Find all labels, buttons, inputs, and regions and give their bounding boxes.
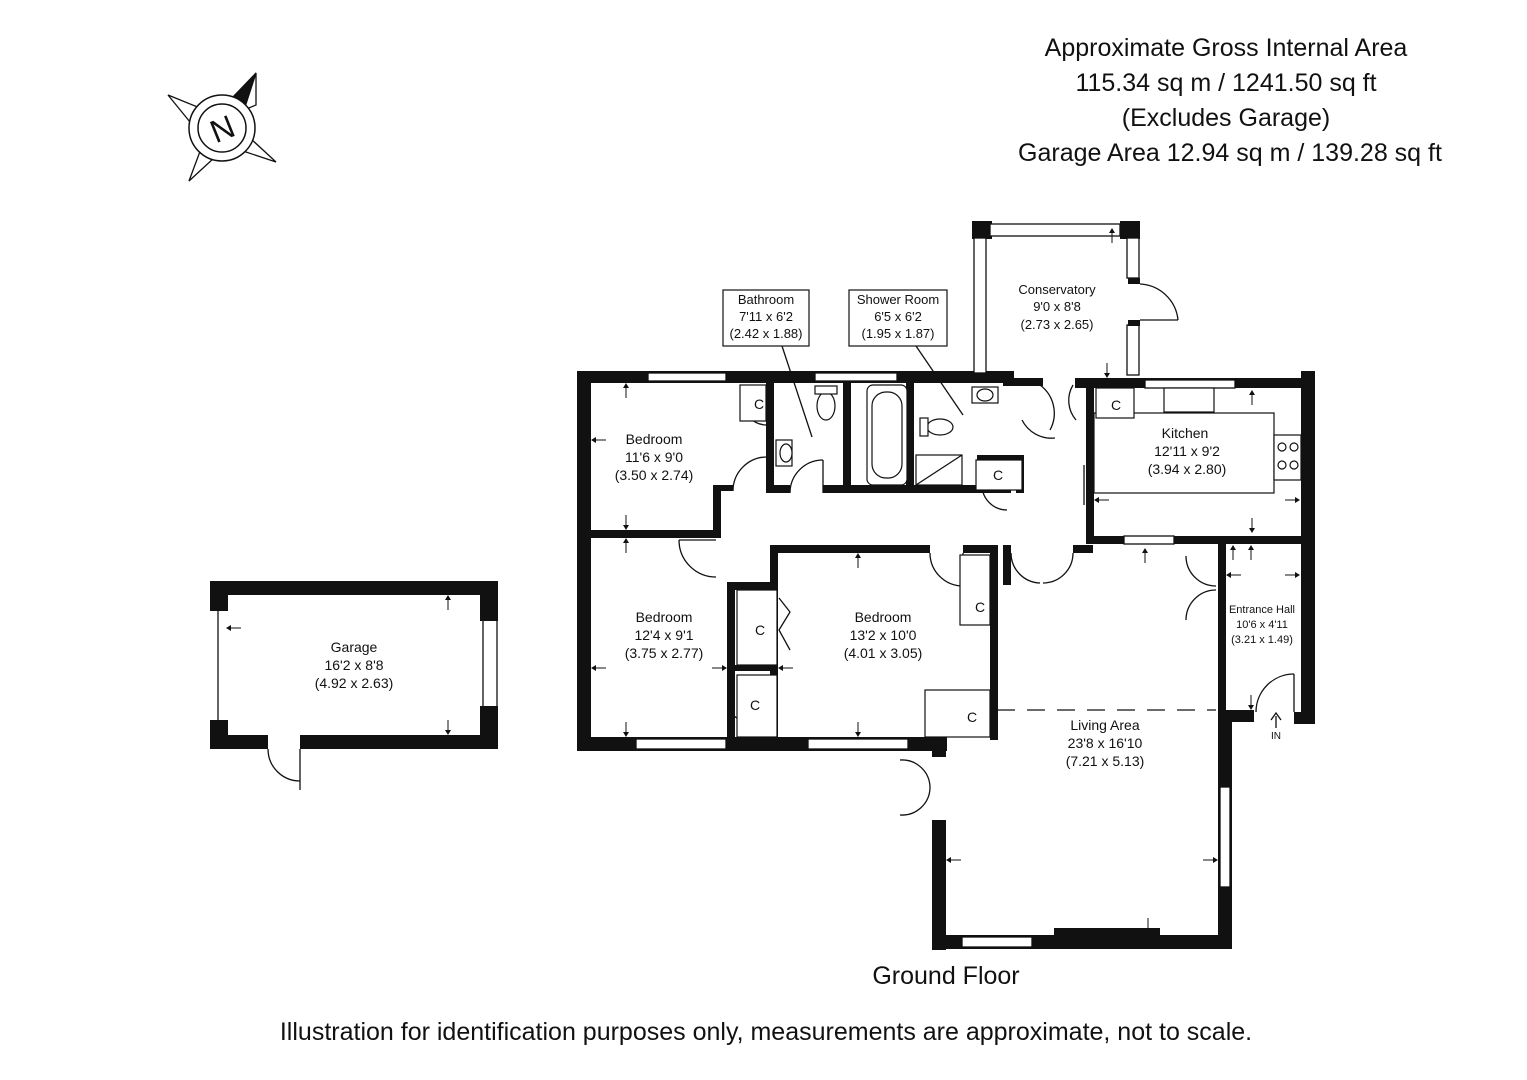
floor-label: Ground Floor — [872, 962, 1019, 990]
windows — [482, 372, 1236, 948]
dimension-markers — [591, 228, 1300, 933]
cupboard-label-kitchen: C — [1111, 397, 1121, 413]
room-label-bedroom-2: Bedroom 12'4 x 9'1 (3.75 x 2.77) — [625, 609, 704, 661]
gross-area-title: Approximate Gross Internal Area — [1045, 34, 1408, 62]
svg-text:10'6 x 4'11: 10'6 x 4'11 — [1236, 619, 1288, 631]
svg-text:7'11 x 6'2: 7'11 x 6'2 — [739, 309, 793, 324]
excludes-garage-note: (Excludes Garage) — [1122, 104, 1330, 132]
svg-text:13'2 x 10'0: 13'2 x 10'0 — [850, 627, 917, 643]
svg-text:6'5 x 6'2: 6'5 x 6'2 — [874, 309, 922, 324]
svg-text:(2.73 x 2.65): (2.73 x 2.65) — [1021, 317, 1094, 332]
cupboard-label-bedroom2-b: C — [750, 697, 760, 713]
garage-structure — [210, 581, 498, 790]
kitchen-fixtures — [1093, 387, 1302, 494]
disclaimer: Illustration for identification purposes… — [280, 1018, 1252, 1046]
svg-text:23'8 x 16'10: 23'8 x 16'10 — [1068, 735, 1143, 751]
svg-text:12'4 x 9'1: 12'4 x 9'1 — [634, 627, 693, 643]
svg-text:12'11 x 9'2: 12'11 x 9'2 — [1154, 443, 1220, 459]
room-label-garage: Garage 16'2 x 8'8 (4.92 x 2.63) — [315, 639, 394, 691]
cupboard-label-bedroom1: C — [754, 396, 764, 412]
cupboards — [736, 384, 1135, 738]
area-summary: Approximate Gross Internal Area 115.34 s… — [1018, 34, 1442, 167]
svg-text:Entrance Hall: Entrance Hall — [1229, 604, 1295, 616]
svg-text:Kitchen: Kitchen — [1162, 425, 1209, 441]
garage-area-value: Garage Area 12.94 sq m / 139.28 sq ft — [1018, 139, 1442, 167]
room-label-conservatory: Conservatory 9'0 x 8'8 (2.73 x 2.65) — [1018, 282, 1096, 332]
svg-text:16'2 x 8'8: 16'2 x 8'8 — [324, 657, 383, 673]
svg-text:(3.21 x 1.49): (3.21 x 1.49) — [1231, 634, 1293, 646]
svg-text:(3.75 x 2.77): (3.75 x 2.77) — [625, 645, 704, 661]
svg-text:(4.92 x 2.63): (4.92 x 2.63) — [315, 675, 394, 691]
cupboard-label-bedroom3-b: C — [967, 709, 977, 725]
room-label-bathroom: Bathroom 7'11 x 6'2 (2.42 x 1.88) — [722, 289, 813, 438]
svg-text:Bedroom: Bedroom — [626, 431, 683, 447]
cupboard-label-hall: C — [993, 467, 1003, 483]
svg-text:Garage: Garage — [331, 639, 378, 655]
svg-text:(3.94 x 2.80): (3.94 x 2.80) — [1148, 461, 1227, 477]
svg-text:11'6 x 9'0: 11'6 x 9'0 — [625, 449, 683, 465]
svg-text:Bathroom: Bathroom — [738, 292, 794, 307]
entrance-arrow-icon — [1270, 711, 1282, 728]
room-label-bedroom-1: Bedroom 11'6 x 9'0 (3.50 x 2.74) — [615, 431, 694, 483]
svg-text:(4.01 x 3.05): (4.01 x 3.05) — [844, 645, 923, 661]
room-label-living-area: Living Area 23'8 x 16'10 (7.21 x 5.13) — [1066, 717, 1145, 769]
svg-text:Shower Room: Shower Room — [857, 292, 939, 307]
room-label-bedroom-3: Bedroom 13'2 x 10'0 (4.01 x 3.05) — [844, 609, 923, 661]
svg-text:Living Area: Living Area — [1070, 717, 1139, 733]
svg-text:Bedroom: Bedroom — [855, 609, 912, 625]
cupboard-label-bedroom3-a: C — [975, 599, 985, 615]
svg-text:Bedroom: Bedroom — [636, 609, 693, 625]
bathroom-fixtures — [775, 384, 999, 486]
svg-text:(3.50 x 2.74): (3.50 x 2.74) — [615, 467, 694, 483]
svg-text:(2.42 x 1.88): (2.42 x 1.88) — [730, 326, 803, 341]
conservatory-structure — [972, 221, 1179, 376]
svg-text:(7.21 x 5.13): (7.21 x 5.13) — [1066, 753, 1145, 769]
entrance-in-label: IN — [1271, 731, 1281, 742]
cupboard-label-bedroom2-a: C — [755, 622, 765, 638]
room-label-kitchen: Kitchen 12'11 x 9'2 (3.94 x 2.80) — [1148, 425, 1227, 477]
room-label-entrance-hall: Entrance Hall 10'6 x 4'11 (3.21 x 1.49) — [1229, 604, 1295, 646]
room-label-shower-room: Shower Room 6'5 x 6'2 (1.95 x 1.87) — [848, 289, 964, 416]
svg-text:(1.95 x 1.87): (1.95 x 1.87) — [862, 326, 935, 341]
svg-text:Conservatory: Conservatory — [1018, 282, 1096, 297]
gross-area-value: 115.34 sq m / 1241.50 sq ft — [1075, 69, 1376, 97]
svg-text:9'0 x 8'8: 9'0 x 8'8 — [1033, 299, 1081, 314]
compass-north-icon: N — [167, 72, 277, 182]
